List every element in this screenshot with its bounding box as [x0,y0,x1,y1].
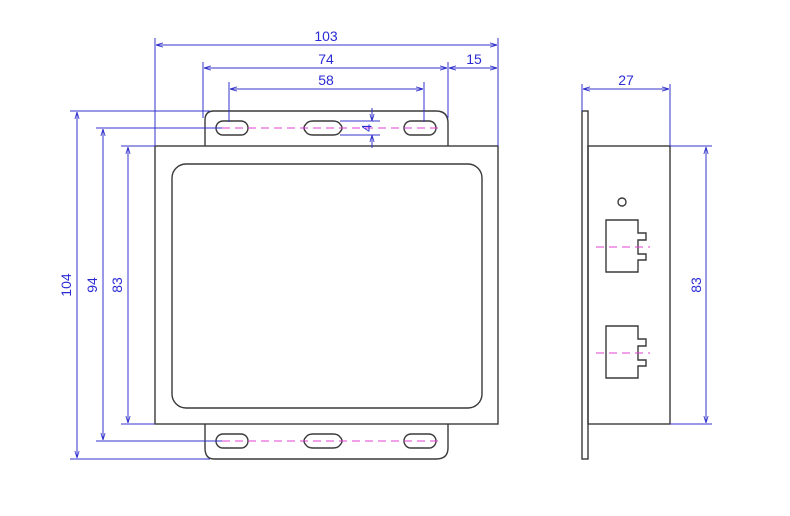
top-flange [204,110,449,146]
front-vertical-dimensions: 104 94 83 [58,110,222,460]
dim-label-74: 74 [318,51,334,67]
front-horizontal-dimensions: 103 74 15 58 4 [154,28,499,148]
front-view [154,110,499,460]
upper-port [605,219,647,273]
dim-label-103: 103 [314,28,338,44]
side-mounting-plate [581,110,589,460]
led-indicator [617,197,627,207]
side-view [581,110,671,460]
bottom-flange [204,424,449,460]
lower-port [605,325,647,379]
top-keyhole [303,120,343,136]
dim-label-94: 94 [84,277,100,293]
front-body [154,145,499,425]
dim-label-27: 27 [618,72,634,88]
dim-label-15: 15 [466,51,482,67]
dim-label-83-side: 83 [688,277,704,293]
side-body [587,145,671,425]
dim-label-4: 4 [359,124,375,132]
dim-label-104: 104 [58,273,74,297]
dim-label-83-front: 83 [109,277,125,293]
dim-label-58: 58 [318,72,334,88]
bottom-keyhole [303,433,343,449]
side-dimensions: 27 83 [581,72,712,425]
front-panel [171,163,483,409]
